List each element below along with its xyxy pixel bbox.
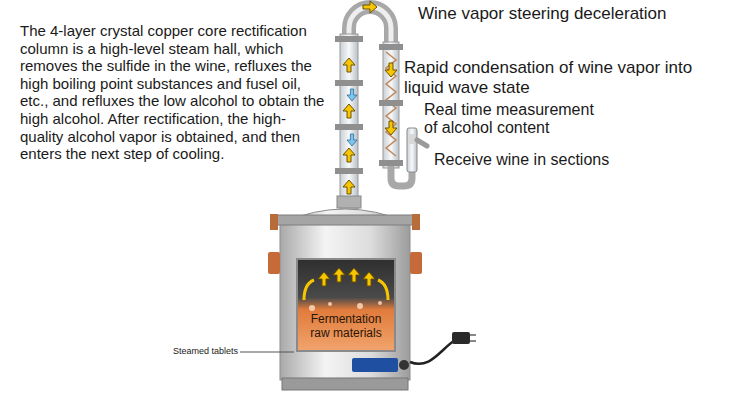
condenser-collar [379,44,403,50]
node-text: Fermentation raw materials [302,312,390,340]
alcohol-meter [407,128,417,172]
callout-label: Real time measurement of alcohol content [424,101,610,137]
pot-base [282,378,408,390]
control-panel [352,358,398,372]
steam-arrow [333,268,345,282]
vapor-arrow [343,104,355,118]
column-collar [335,124,363,130]
reflux-arrow [347,134,357,146]
control-knob [399,360,409,370]
window-panel: Fermentation raw materials [296,258,396,352]
condenser-collar [379,100,403,106]
pot-body [280,222,410,380]
power-cord [410,340,455,364]
pot-handle [268,252,280,274]
condenser-collar [379,160,403,166]
column-collar [335,80,363,86]
pot-rim [276,215,414,225]
column-collar [335,168,363,174]
plug-pins [470,335,476,341]
meter-float [409,134,415,144]
callout-label: Receive wine in sections [434,150,734,169]
pot-window [296,258,396,352]
vapor-arrow [343,180,355,194]
vapor-arrow [343,148,355,162]
bubble [328,302,332,306]
bubble [357,303,363,309]
callout-label: Rapid condensation of wine vapor into li… [404,58,704,98]
steam-arrow [318,272,330,286]
lid-clamp [270,214,278,230]
vapor-arrow [385,121,397,135]
leader-line [240,352,294,353]
column-collar [335,36,363,42]
steam-curve [304,280,314,300]
lid-clamp [412,214,420,230]
steam-arrow [348,268,360,282]
reflux-arrow [347,89,357,101]
power-plug [452,332,470,344]
outlet-spout [417,140,427,146]
part-label: Steamed tablets [150,346,238,357]
steam-arrow [363,272,375,286]
steam-curve [378,280,388,300]
description-note: The 4-layer crystal copper core rectific… [20,22,325,163]
callout-label: Wine vapor steering deceleration [418,4,738,24]
column-base [337,196,361,208]
pot-handle [410,252,422,274]
rectification-column [340,34,358,209]
vapor-arrow [343,58,355,72]
vapor-arrow [385,63,397,77]
vapor-arrow [363,1,377,13]
bubble [378,301,382,305]
bubble [309,305,315,311]
